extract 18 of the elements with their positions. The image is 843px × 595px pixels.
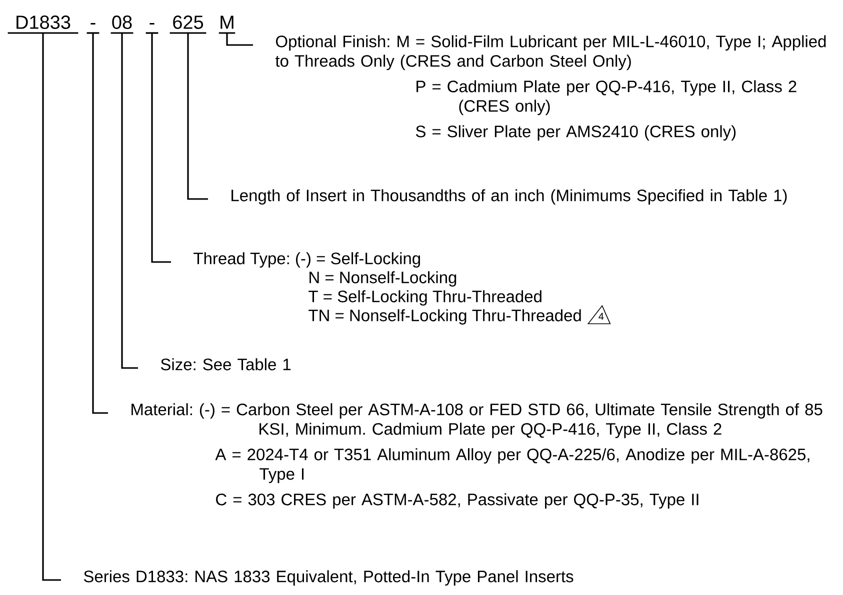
code-segment: D1833: [8, 16, 78, 34]
description-text: Thread Type: (-) = Self-Locking N = Nonself-Locking T = Self-Locking Thru-Threaded TN = Nonself-Locking Thru-Threaded: [194, 252, 581, 325]
code-segment: M: [218, 16, 236, 34]
code-segment: 08: [110, 16, 134, 34]
leader-line: [187, 33, 208, 200]
leader-line: [42, 33, 61, 581]
code-segment: -: [146, 23, 158, 34]
leader-line: [151, 33, 171, 263]
description-text: Optional Finish: M = Solid-Film Lubricant per MIL-L-46010, Type I; Applied to Threads Only (CRES and Carbon Steel Only) P = Cadmium Plate per QQ-P-416, Type II, Class 2 (CRES only) S = Sliver Plate per AMS2410 (CRES only): [275, 35, 826, 141]
code-segment: 625: [170, 16, 206, 34]
leader-line: [226, 33, 253, 46]
description-text: Size: See Table 1: [160, 358, 291, 370]
description-text: Material: (-) = Carbon Steel per ASTM-A-108 or FED STD 66, Ultimate Tensile Strength of 85 KSI, Minimum. Cadmium Plate per QQ-P-416, Type II, Class 2 A = 2024-T4 or T351 Aluminum Alloy per QQ-A-225/6, Anodize per MIL-A-8625, Type I C = 303 CRES per ASTM-A-582, Passivate per QQ-P-35, Type II: [132, 403, 822, 509]
description-text: Length of Insert in Thousandths of an inch (Minimums Specified in Table 1): [232, 189, 787, 205]
leader-line: [92, 33, 108, 414]
description-text: Series D1833: NAS 1833 Equivalent, Potted-In Type Panel Inserts: [84, 570, 574, 586]
code-segment: -: [86, 23, 100, 34]
leader-line: [121, 33, 138, 369]
